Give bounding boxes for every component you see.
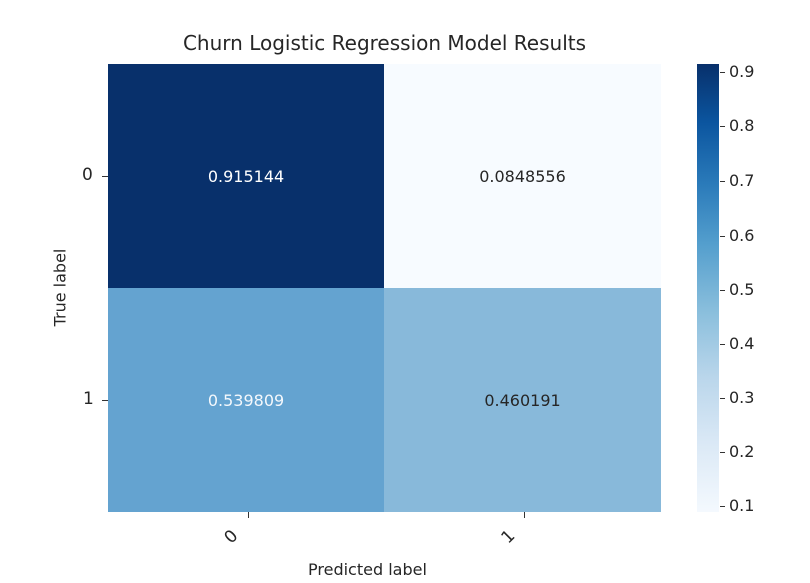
x-tick-0: 0 [220,526,243,548]
colorbar-tick: 0.3 [729,388,755,407]
y-tick-mark-0 [102,176,108,177]
colorbar-tick: 0.6 [729,226,755,245]
colorbar-tick-mark [720,72,725,73]
colorbar-tick-mark [720,506,725,507]
colorbar-tick-mark [720,126,725,127]
cell-1-1: 0.460191 [384,288,661,512]
colorbar-tick-mark [720,452,725,453]
y-tick-mark-1 [102,400,108,401]
colorbar [697,64,719,512]
cell-value: 0.0848556 [479,166,566,186]
colorbar-tick-mark [720,290,725,291]
x-tick-mark-0 [248,512,249,518]
colorbar-tick: 0.5 [729,280,755,299]
colorbar-tick: 0.8 [729,116,755,135]
x-tick-1: 1 [497,526,520,548]
y-axis-label: True label [50,248,70,327]
colorbar-tick: 0.7 [729,171,755,190]
x-tick-mark-1 [524,512,525,518]
colorbar-tick: 0.9 [729,62,755,81]
colorbar-tick-mark [720,344,725,345]
x-axis-label: Predicted label [308,560,427,579]
heatmap-grid: 0.915144 0.0848556 0.539809 0.460191 [108,64,661,512]
colorbar-tick: 0.4 [729,334,755,353]
cell-value: 0.539809 [207,390,285,410]
cell-0-1: 0.0848556 [384,64,661,288]
cell-value: 0.460191 [484,390,561,410]
cell-1-0: 0.539809 [108,288,384,512]
colorbar-tick: 0.1 [729,496,755,515]
colorbar-tick-mark [720,398,725,399]
colorbar-tick-mark [720,181,725,182]
colorbar-tick-mark [720,236,725,237]
cell-0-0: 0.915144 [108,64,384,288]
cell-value: 0.915144 [207,166,285,186]
colorbar-tick: 0.2 [729,442,755,461]
chart-title: Churn Logistic Regression Model Results [182,31,587,55]
y-tick-1: 1 [83,389,94,409]
y-tick-0: 0 [82,165,93,185]
